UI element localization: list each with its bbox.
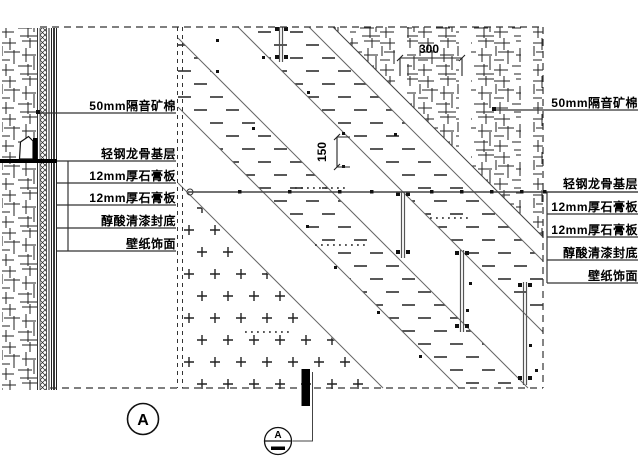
dimension-300-value: 300 [419, 42, 439, 56]
right-label-group: 50mm隔音矿棉 轻钢龙骨基层 12mm厚石膏板 12mm厚石膏板 醇酸清漆封底… [551, 95, 638, 283]
dimension-300: 300 [396, 42, 466, 76]
anchor-block [33, 138, 38, 162]
board-layer-lines [48, 28, 57, 390]
dotted-seam-lines [245, 187, 472, 333]
wallpaper-plus-field [184, 190, 385, 391]
dimension-150-value: 150 [315, 142, 329, 162]
leader-dot [492, 107, 496, 111]
masonry-hatch [2, 28, 37, 390]
section-marker: A [263, 369, 313, 456]
left-label-group: 50mm隔音矿棉 轻钢龙骨基层 12mm厚石膏板 12mm厚石膏板 醇酸清漆封底… [89, 98, 176, 251]
material-label: 轻钢龙骨基层 [101, 146, 176, 161]
material-label: 壁纸饰面 [588, 268, 638, 283]
material-label: 醇酸清漆封底 [563, 245, 638, 260]
stud-gap [521, 27, 533, 237]
section-bubble-letter: A [274, 430, 281, 441]
material-label: 12mm厚石膏板 [551, 222, 638, 237]
sheet-number-bar [271, 446, 285, 450]
left-wall-section [0, 28, 57, 390]
material-label: 轻钢龙骨基层 [563, 176, 638, 191]
left-callout-leaders [36, 112, 176, 252]
material-label: 50mm隔音矿棉 [551, 95, 638, 110]
keel-stud-symbols [278, 27, 528, 385]
center-detail-panel [177, 26, 638, 391]
diagonal-layer-lines [177, 26, 544, 389]
material-label: 醇酸清漆封底 [101, 213, 176, 228]
section-leader [292, 372, 313, 442]
keel-leader-line [186, 188, 638, 196]
material-label: 50mm隔音矿棉 [89, 98, 176, 113]
right-callout-leaders [496, 109, 638, 284]
fastener-dots [275, 27, 532, 380]
detail-bubble-letter: A [137, 412, 149, 429]
material-label: 12mm厚石膏板 [551, 199, 638, 214]
material-label: 壁纸饰面 [126, 236, 176, 251]
dimension-150: 150 [315, 133, 350, 171]
section-cut-bar [301, 369, 310, 406]
leader-dot [36, 110, 40, 114]
material-label: 12mm厚石膏板 [89, 168, 176, 183]
connector-clip [18, 135, 34, 160]
detail-bubble: A [126, 402, 160, 436]
detail-boundary-dashed [40, 26, 544, 389]
material-label: 12mm厚石膏板 [89, 190, 176, 205]
insulation-strip [40, 28, 47, 390]
